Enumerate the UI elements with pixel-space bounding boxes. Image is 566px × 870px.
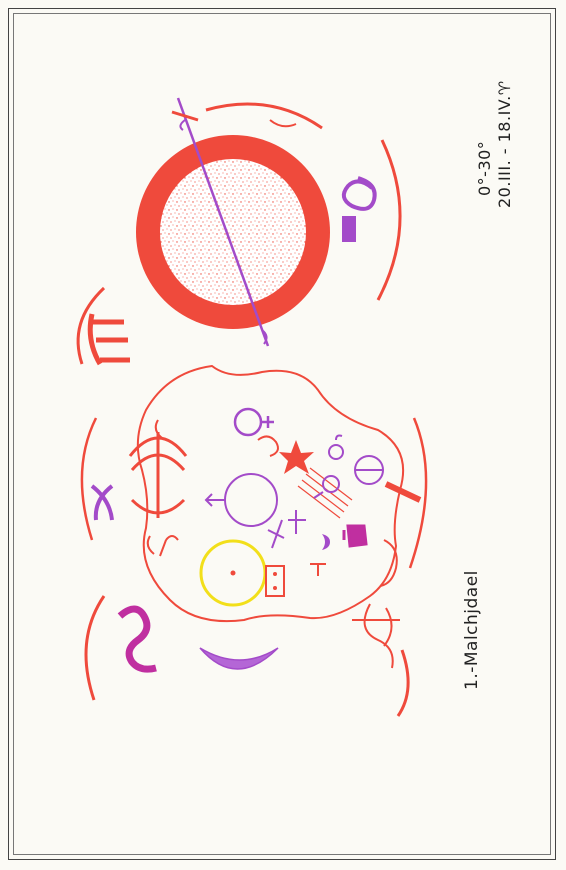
- jupiter-glyph-icon: [265, 565, 285, 597]
- small-t-glyph-icon: [310, 563, 326, 576]
- bottom-right-arc-icon: [396, 649, 410, 717]
- degree-range: 0°-30°: [475, 140, 494, 196]
- mars-symbol-icon: [204, 473, 278, 527]
- right-arc-icon: [376, 139, 402, 301]
- sun-disc-icon: [199, 539, 267, 607]
- small-r-glyph-icon: [159, 535, 179, 557]
- earth-symbol-icon: [354, 455, 384, 485]
- e-glyph-icon: [87, 313, 130, 366]
- moon-crescent-icon: [199, 647, 279, 670]
- cross-glyph-icon: [288, 510, 306, 534]
- top-arc-icon: [205, 102, 323, 130]
- date-range: 20.III. - 18.IV.♈: [495, 80, 514, 208]
- right-bracket-arc-icon: [408, 417, 428, 569]
- s-glyph-icon: [117, 605, 157, 673]
- caption-title: 1.-Malchjdael: [462, 570, 482, 690]
- left-arc-icon: [76, 286, 106, 365]
- capricorn-glyph-icon: [352, 603, 400, 669]
- mercury-symbol-icon: [328, 434, 344, 460]
- left-bracket-arc-icon: [80, 417, 98, 541]
- top-arc-small-icon: [269, 119, 297, 128]
- aries-glyph-icon: [341, 176, 377, 242]
- comet-lines-icon: [297, 467, 353, 519]
- cauldron-glyph-icon: [342, 524, 368, 548]
- axis-line-icon: [171, 97, 270, 347]
- outer-frame: [8, 8, 556, 860]
- bottom-left-arc-icon: [84, 595, 106, 701]
- saturn-glyph-icon: [146, 419, 163, 555]
- trident-glyph-icon: [128, 432, 188, 518]
- star-icon: [279, 440, 314, 474]
- small-moon-icon: [322, 534, 330, 550]
- right-j-glyph-icon: [379, 539, 398, 587]
- inner-frame: [13, 13, 551, 855]
- central-blob-outline: [136, 364, 405, 623]
- dagger-glyph-icon: [267, 519, 285, 549]
- red-slash-icon: [384, 481, 422, 503]
- sun-ring-icon: [136, 135, 330, 329]
- venus-symbol-icon: [233, 407, 274, 437]
- pisces-glyph-icon: [90, 484, 114, 521]
- small-mars-symbol-icon: [313, 475, 340, 499]
- small-red-glyph-icon: [257, 435, 279, 457]
